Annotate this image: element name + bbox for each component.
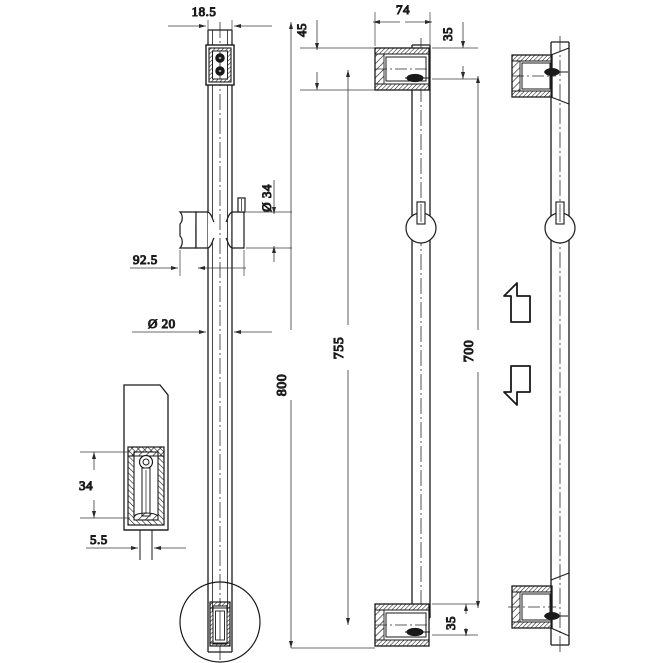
dim-755-label: 755 xyxy=(332,337,347,360)
bottom-bracket-mid xyxy=(374,603,430,647)
dim-dia-20: Ø 20 xyxy=(132,315,272,335)
side-view-right: 700 xyxy=(461,36,576,652)
dim-18-5-label: 18.5 xyxy=(192,4,217,19)
dim-35-bottom-label: 35 xyxy=(443,616,458,630)
front-view: 18.5 Ø 34 92.5 Ø 20 xyxy=(130,3,292,663)
dim-dia-34: Ø 34 xyxy=(246,180,292,262)
dim-92-5: 92.5 xyxy=(130,250,246,276)
dim-dia-34-label: Ø 34 xyxy=(259,184,274,212)
dim-800: 800 xyxy=(274,22,375,649)
dim-35-top: 35 xyxy=(432,22,478,80)
arrow-down-icon xyxy=(503,365,531,406)
top-bracket-right xyxy=(511,47,570,105)
dim-700: 700 xyxy=(461,76,481,608)
dim-45: 45 xyxy=(293,20,375,91)
side-view-left: 74 45 35 35 xyxy=(274,1,478,649)
slider-ring-right xyxy=(544,201,576,244)
dim-755: 755 xyxy=(331,70,351,625)
slider-holder-front xyxy=(178,197,246,249)
dim-74-label: 74 xyxy=(396,2,410,17)
dim-dia-20-label: Ø 20 xyxy=(148,316,176,331)
dim-34-label: 34 xyxy=(79,478,93,493)
top-bracket-section xyxy=(205,44,235,86)
dim-35-bottom: 35 xyxy=(432,603,478,636)
dim-5-5: 5.5 xyxy=(86,531,186,551)
bottom-bracket-right xyxy=(508,572,570,637)
slider-ring-mid xyxy=(405,201,437,244)
arrow-up-icon xyxy=(503,282,531,323)
bracket-detail-view: 34 5.5 xyxy=(78,384,186,560)
dim-92-5-label: 92.5 xyxy=(133,252,158,267)
top-bracket-mid xyxy=(374,47,430,91)
dim-700-label: 700 xyxy=(462,340,477,363)
dim-35-top-label: 35 xyxy=(440,27,455,41)
dim-45-label: 45 xyxy=(294,23,309,37)
dim-34: 34 xyxy=(78,451,130,519)
dim-5-5-label: 5.5 xyxy=(90,532,108,547)
dim-800-label: 800 xyxy=(275,374,290,397)
bottom-detail-circle xyxy=(179,581,261,663)
dim-74: 74 xyxy=(373,1,432,46)
dim-18-5: 18.5 xyxy=(168,3,272,42)
